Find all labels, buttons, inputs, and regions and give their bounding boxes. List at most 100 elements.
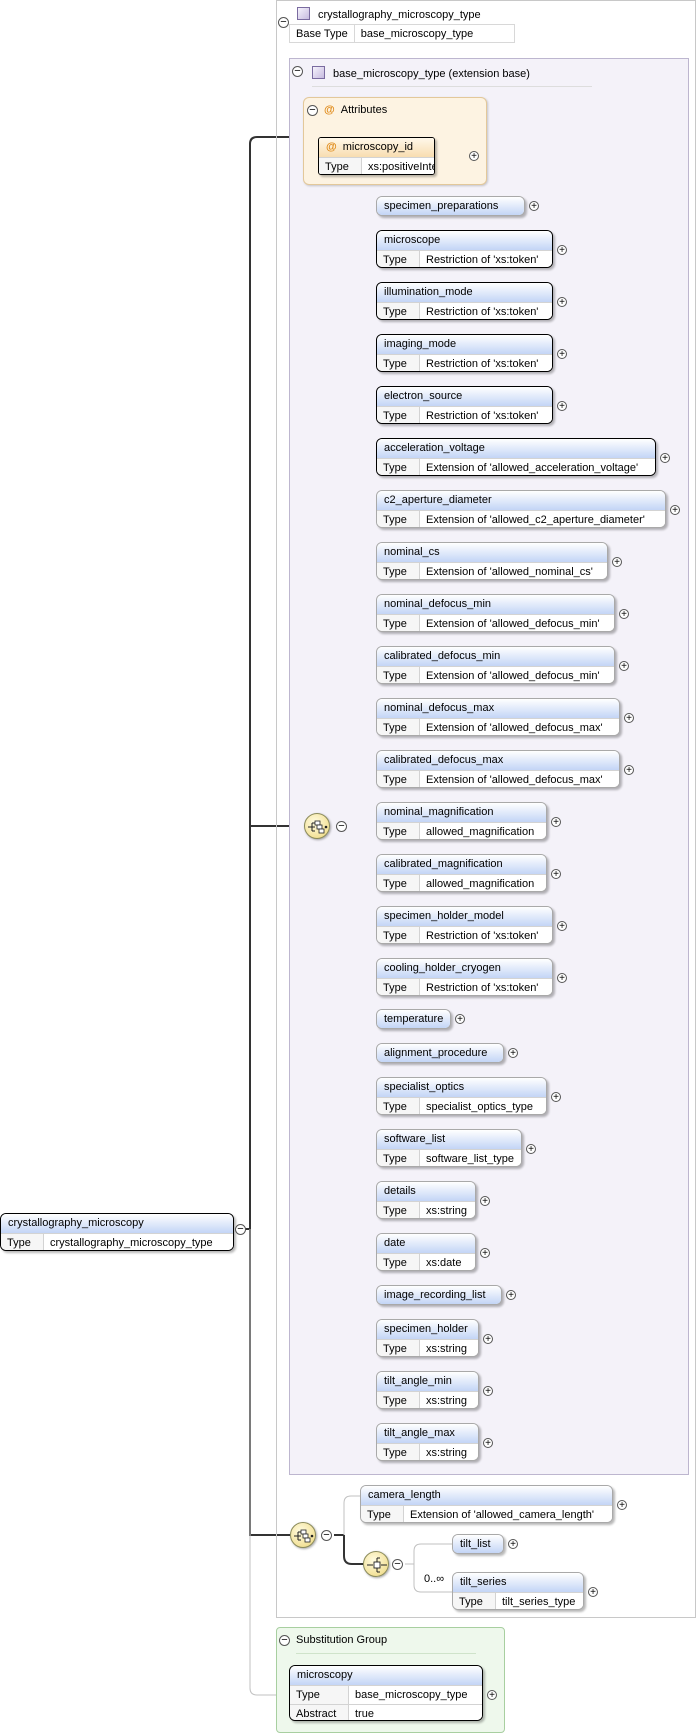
expand-plus-icon[interactable]: + (480, 1248, 490, 1259)
expand-plus-icon[interactable]: + (508, 1048, 518, 1059)
expand-plus-icon[interactable]: + (624, 765, 634, 776)
attribute-name: microscopy_id (342, 141, 414, 153)
expand-plus-icon[interactable]: + (483, 1386, 493, 1397)
expand-plus-icon[interactable]: + (508, 1539, 518, 1550)
sequence-compositor-icon[interactable] (304, 813, 330, 839)
expand-plus-icon[interactable]: + (619, 609, 629, 620)
element-alignment-procedure[interactable]: alignment_procedure (376, 1043, 504, 1063)
expand-plus-icon[interactable]: + (660, 453, 670, 464)
expand-plus-icon[interactable]: + (557, 973, 567, 984)
collapse-minus-icon[interactable]: − (336, 821, 347, 832)
collapse-minus-icon[interactable]: − (235, 1224, 246, 1235)
element-name: nominal_cs (384, 546, 440, 558)
expand-plus-icon[interactable]: + (487, 1690, 497, 1701)
expand-plus-icon[interactable]: + (612, 557, 622, 568)
type-label: Type (377, 875, 420, 891)
element-name: tilt_list (460, 1538, 491, 1550)
expand-plus-icon[interactable]: + (557, 297, 567, 308)
expand-plus-icon[interactable]: + (506, 1290, 516, 1301)
expand-plus-icon[interactable]: + (483, 1334, 493, 1345)
type-label: Type (377, 303, 420, 319)
root-element-type: crystallography_microscopy_type (44, 1234, 233, 1250)
element-tilt-list[interactable]: tilt_list (452, 1534, 504, 1554)
type-label: Type (377, 615, 420, 631)
element-temperature[interactable]: temperature (376, 1009, 451, 1029)
element-name: specimen_holder_model (384, 910, 504, 922)
complex-type-icon (312, 66, 325, 79)
type-label: Type (377, 1392, 420, 1408)
expand-plus-icon[interactable]: + (619, 661, 629, 672)
collapse-minus-icon[interactable]: − (279, 1635, 290, 1646)
expand-plus-icon[interactable]: + (551, 869, 561, 880)
type-label: Type (1, 1234, 44, 1250)
element-image-recording-list[interactable]: image_recording_list (376, 1285, 502, 1305)
sequence-compositor-icon[interactable] (290, 1522, 316, 1548)
expand-plus-icon[interactable]: + (551, 817, 561, 828)
substitution-title-rule (296, 1653, 476, 1654)
expand-plus-icon[interactable]: + (557, 245, 567, 256)
collapse-minus-icon[interactable]: − (392, 1559, 403, 1570)
expand-plus-icon[interactable]: + (551, 1092, 561, 1103)
element-name: calibrated_defocus_max (384, 754, 504, 766)
expand-plus-icon[interactable]: + (483, 1438, 493, 1449)
expand-plus-icon[interactable]: + (670, 505, 680, 516)
expand-plus-icon[interactable]: + (480, 1196, 490, 1207)
expand-plus-icon[interactable]: + (557, 401, 567, 412)
expand-plus-icon[interactable]: + (557, 349, 567, 360)
element-name: microscope (384, 234, 441, 246)
collapse-minus-icon[interactable]: − (321, 1530, 332, 1541)
expand-plus-icon[interactable]: + (469, 151, 479, 162)
expand-plus-icon[interactable]: + (588, 1587, 598, 1598)
expand-plus-icon[interactable]: + (624, 713, 634, 724)
type-label: Type (377, 1098, 420, 1114)
expand-plus-icon[interactable]: + (617, 1500, 627, 1511)
expand-plus-icon[interactable]: + (526, 1144, 536, 1155)
expand-plus-icon[interactable]: + (529, 201, 539, 212)
type-label: Type (361, 1506, 404, 1522)
element-type: allowed_magnification (420, 823, 546, 839)
element-specimen-preparations[interactable]: specimen_preparations (376, 196, 525, 216)
expand-plus-icon[interactable]: + (557, 921, 567, 932)
attributes-title: @Attributes (324, 104, 387, 116)
element-name: image_recording_list (384, 1289, 486, 1301)
element-name: nominal_defocus_min (384, 598, 492, 610)
element-type: Extension of 'allowed_defocus_min' (420, 667, 614, 683)
type-label: Type (377, 1444, 420, 1460)
type-frame (276, 0, 696, 1618)
collapse-minus-icon[interactable]: − (292, 66, 303, 77)
collapse-minus-icon[interactable]: − (278, 17, 289, 28)
collapse-minus-icon[interactable]: − (307, 105, 318, 116)
expand-plus-icon[interactable]: + (455, 1014, 465, 1025)
choice-compositor-icon[interactable] (363, 1551, 389, 1577)
element-name: calibrated_defocus_min (384, 650, 501, 662)
root-type-title: crystallography_microscopy_type (297, 7, 481, 21)
element-type: Restriction of 'xs:token' (420, 979, 552, 995)
